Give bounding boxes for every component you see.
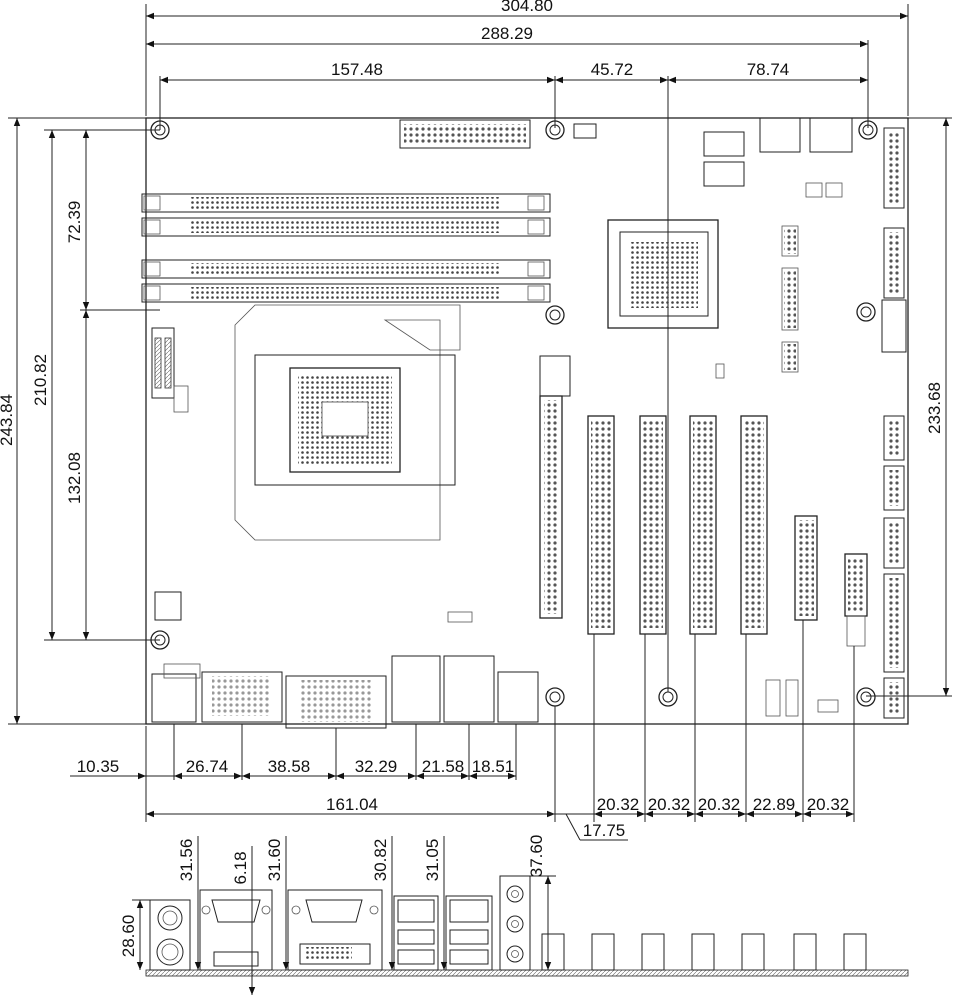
io-dim-label: 10.35 bbox=[77, 757, 120, 776]
chipset bbox=[607, 219, 719, 329]
rear-panel bbox=[132, 836, 909, 995]
lan-usb-port-2 bbox=[445, 895, 493, 971]
dimm-slot bbox=[141, 193, 551, 213]
mounting-hole bbox=[858, 120, 878, 140]
lan1-height-label: 30.82 bbox=[371, 839, 390, 882]
ps2-height-label: 28.60 bbox=[119, 915, 138, 958]
audio-jacks bbox=[499, 875, 531, 971]
expansion-slots bbox=[539, 355, 868, 647]
cpu-fan-header bbox=[154, 591, 182, 621]
pci-slot bbox=[740, 415, 768, 635]
mounting-hole bbox=[856, 302, 876, 322]
io-total-label: 161.04 bbox=[326, 795, 378, 814]
io-dim-label: 26.74 bbox=[186, 757, 229, 776]
slot-pitch-label: 20.32 bbox=[807, 795, 850, 814]
io-dim-label: 18.51 bbox=[472, 757, 515, 776]
io-dim-label: 38.58 bbox=[268, 757, 311, 776]
hole-span-label: 288.29 bbox=[481, 24, 533, 43]
pcie-x1-slot bbox=[844, 553, 868, 647]
mounting-hole bbox=[150, 630, 170, 650]
cpu-socket bbox=[234, 304, 461, 541]
dimm-slot bbox=[141, 283, 551, 303]
right-segment-label: 78.74 bbox=[747, 60, 790, 79]
slot-offset-label: 17.75 bbox=[583, 821, 626, 840]
dvi-height-label: 31.60 bbox=[265, 839, 284, 882]
top-right-connectors bbox=[447, 117, 853, 717]
hdmi-offset-label: 6.18 bbox=[231, 851, 250, 884]
pci-slot bbox=[689, 415, 717, 635]
lan-usb-port-1 bbox=[393, 895, 439, 971]
vga-dvi-ports bbox=[287, 889, 383, 971]
slot-brackets bbox=[541, 933, 867, 971]
ps2-ports bbox=[149, 899, 191, 971]
left-dimension-lines bbox=[8, 117, 160, 725]
pci-slot bbox=[639, 415, 667, 635]
mounting-hole bbox=[856, 687, 876, 707]
dimm-slot bbox=[141, 259, 551, 279]
mounting-hole bbox=[545, 120, 565, 140]
slot-dimension-lines bbox=[548, 620, 855, 841]
io-dim-label: 21.58 bbox=[422, 757, 465, 776]
mounting-hole bbox=[545, 687, 565, 707]
dimm-slots bbox=[141, 193, 551, 303]
atx-power-connector bbox=[399, 119, 531, 149]
right-height-label: 233.68 bbox=[925, 382, 944, 434]
overall-height-label: 243.84 bbox=[0, 394, 16, 446]
mounting-hole bbox=[150, 120, 170, 140]
vga-hdmi-ports bbox=[199, 889, 273, 971]
right-dimension-lines bbox=[866, 117, 952, 697]
m2-connector bbox=[151, 327, 189, 413]
io-dim-label: 32.29 bbox=[355, 757, 398, 776]
slot-pitch-label: 20.32 bbox=[648, 795, 691, 814]
pci-slot bbox=[587, 415, 615, 635]
io-dimension-lines bbox=[70, 706, 556, 822]
upper-segment-label: 72.39 bbox=[65, 201, 84, 244]
left-segment-label: 157.48 bbox=[331, 60, 383, 79]
board-outline bbox=[145, 117, 909, 725]
lower-segment-label: 132.08 bbox=[65, 452, 84, 504]
mounting-hole bbox=[545, 305, 565, 325]
io-top-view bbox=[151, 655, 539, 729]
right-headers bbox=[881, 127, 907, 719]
slot-pitch-label: 22.89 bbox=[753, 795, 796, 814]
slot-pitch-label: 20.32 bbox=[698, 795, 741, 814]
slot-pitch-label: 20.32 bbox=[597, 795, 640, 814]
middle-segment-label: 45.72 bbox=[591, 60, 634, 79]
audio-height-label: 37.60 bbox=[527, 835, 546, 878]
hole-vertical-span-label: 210.82 bbox=[31, 354, 50, 406]
lan2-height-label: 31.05 bbox=[423, 839, 442, 882]
mounting-holes bbox=[150, 120, 878, 707]
overall-width-label: 304.80 bbox=[501, 0, 553, 15]
pcie-x4-slot bbox=[794, 515, 818, 621]
vga-height-label: 31.56 bbox=[177, 839, 196, 882]
dimm-slot bbox=[141, 217, 551, 237]
mounting-hole bbox=[658, 687, 678, 707]
pcie-x16-slot bbox=[539, 355, 571, 619]
